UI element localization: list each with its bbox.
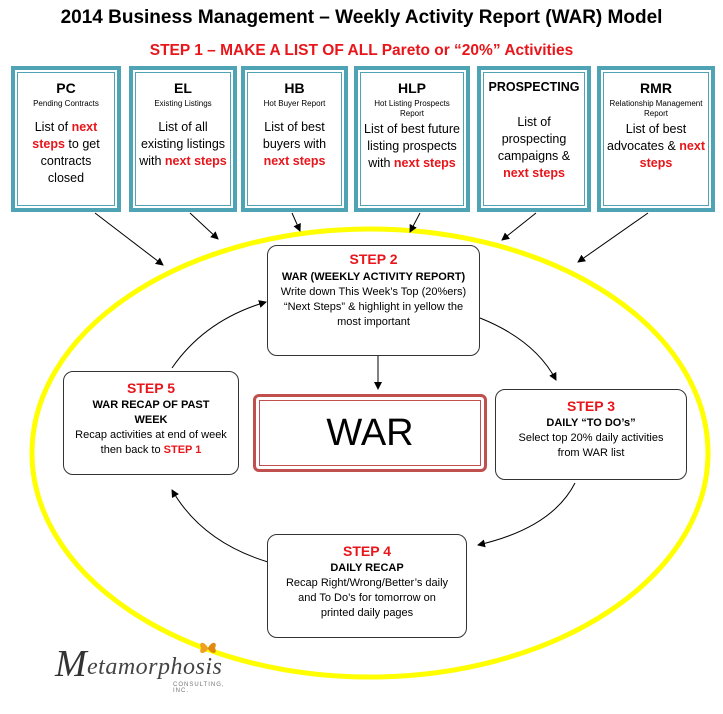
butterfly-icon xyxy=(200,642,216,654)
card-el: EL Existing Listings List of all existin… xyxy=(129,66,237,212)
card-subtitle: Pending Contracts xyxy=(33,99,99,108)
step-body: Write down This Week’s Top (20%ers) “Nex… xyxy=(280,286,467,328)
page-title: 2014 Business Management – Weekly Activi… xyxy=(60,7,663,28)
card-subtitle: Relationship Management Report xyxy=(609,99,703,118)
step-label: STEP 3 xyxy=(567,398,615,414)
step-heading: DAILY “TO DO’s” xyxy=(546,417,636,429)
step5-box: STEP 5 WAR RECAP OF PAST WEEK Recap acti… xyxy=(63,371,239,475)
card-body: List of best future listing prospects wi… xyxy=(364,122,460,170)
arrow-prospecting xyxy=(501,212,537,241)
step-heading: DAILY RECAP xyxy=(330,562,404,574)
logo-mark: M xyxy=(55,643,87,685)
card-body: List of next steps to get contracts clos… xyxy=(32,120,100,185)
step4-box: STEP 4 DAILY RECAP Recap Right/Wrong/Bet… xyxy=(267,534,467,638)
war-center-box: WAR xyxy=(253,394,487,472)
arrow-hb xyxy=(291,212,301,232)
card-code: PC xyxy=(56,80,76,96)
step-label: STEP 2 xyxy=(349,251,398,267)
step-body: Select top 20% daily activities from WAR… xyxy=(518,432,664,459)
step-body: Recap activities at end of week then bac… xyxy=(75,429,227,456)
card-code: HB xyxy=(284,80,305,96)
card-subtitle: Existing Listings xyxy=(154,99,212,108)
logo-wordmark: etamorphosis xyxy=(87,654,223,680)
card-body: List of best buyers with next steps xyxy=(262,120,327,168)
card-body: List of all existing listings with next … xyxy=(139,120,227,168)
step2-box: STEP 2 WAR (WEEKLY ACTIVITY REPORT) Writ… xyxy=(267,245,480,356)
arrow-el xyxy=(189,212,219,240)
card-hlp: HLP Hot Listing Prospects Report List of… xyxy=(354,66,470,212)
arrow-pc xyxy=(94,212,164,266)
logo-tagline: CONSULTING, INC. xyxy=(173,682,225,694)
arrow-rmr xyxy=(577,212,649,263)
step-body: Recap Right/Wrong/Better’s daily and To … xyxy=(285,577,449,619)
step3-box: STEP 3 DAILY “TO DO’s” Select top 20% da… xyxy=(495,389,687,480)
card-code: HLP xyxy=(398,80,426,96)
step-label: STEP 5 xyxy=(127,380,175,396)
arrow-step3-step4 xyxy=(477,482,576,548)
card-rmr: RMR Relationship Management Report List … xyxy=(597,66,715,212)
card-code: RMR xyxy=(640,80,672,96)
step1-heading: STEP 1 – MAKE A LIST OF ALL Pareto or “2… xyxy=(149,42,574,59)
step-heading: WAR RECAP OF PAST WEEK xyxy=(92,399,210,426)
card-pc: PC Pending Contracts List of next steps … xyxy=(11,66,121,212)
card-subtitle: Hot Buyer Report xyxy=(263,99,326,108)
arrow-step2-step3 xyxy=(479,317,557,381)
card-hb: HB Hot Buyer Report List of best buyers … xyxy=(241,66,348,212)
card-body: List of prospecting campaigns & next ste… xyxy=(497,115,571,180)
card-body: List of best advocates & next steps xyxy=(607,122,705,170)
arrow-step4-step5 xyxy=(171,489,269,563)
step-label: STEP 4 xyxy=(343,543,391,559)
step-heading: WAR (WEEKLY ACTIVITY REPORT) xyxy=(281,271,466,283)
cycle-ellipse xyxy=(29,226,711,680)
card-prospecting: PROSPECTING List of prospecting campaign… xyxy=(477,66,591,212)
arrow-hlp xyxy=(409,212,421,233)
card-code: PROSPECTING xyxy=(488,80,580,94)
metamorphosis-logo: M etamorphosis CONSULTING, INC. xyxy=(55,640,225,700)
card-subtitle: Hot Listing Prospects Report xyxy=(374,99,450,118)
arrow-step5-step2 xyxy=(171,300,267,369)
card-code: EL xyxy=(174,80,192,96)
